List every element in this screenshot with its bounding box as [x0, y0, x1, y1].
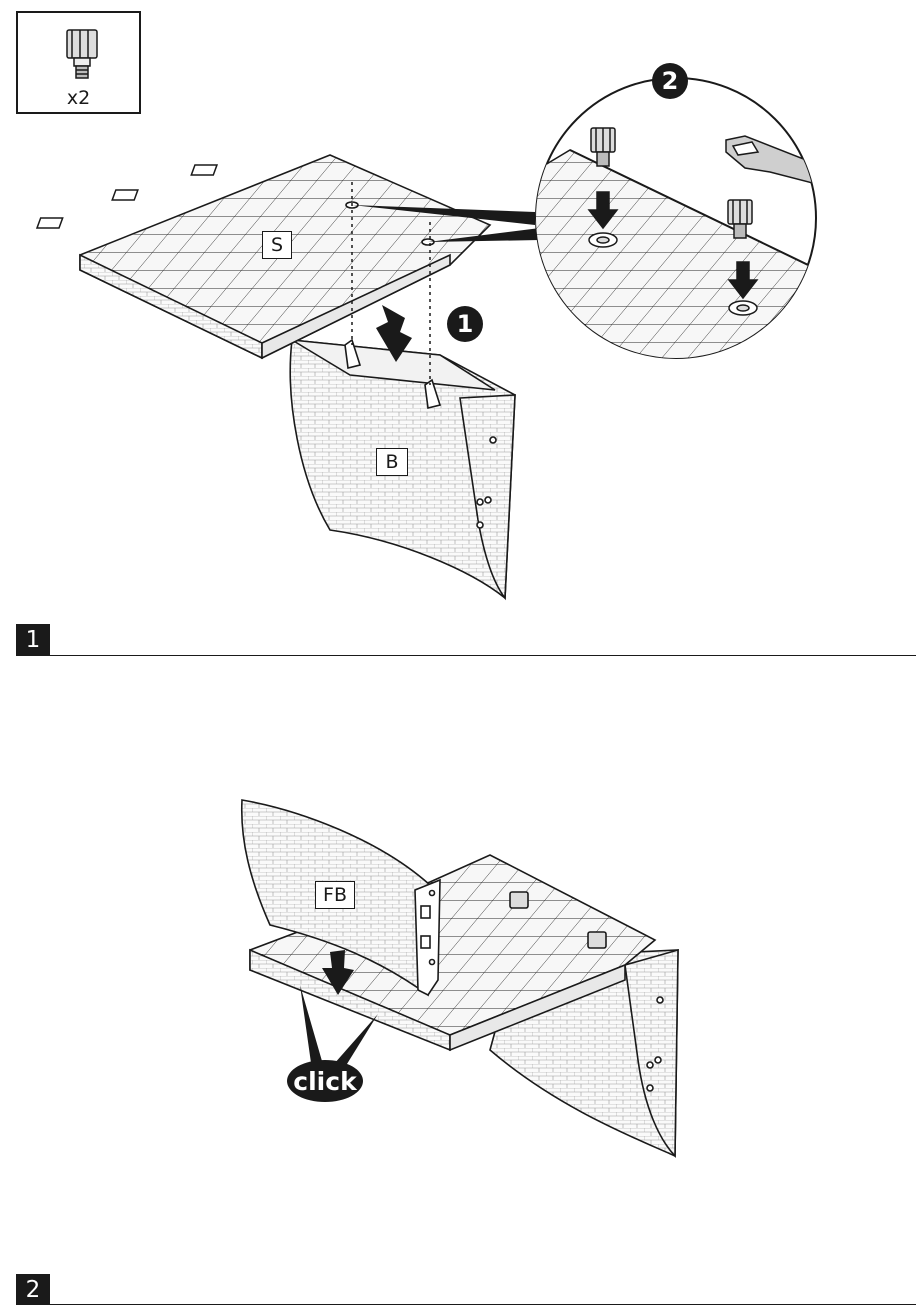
step-number-2: 2	[16, 1274, 50, 1305]
click-callout: click	[287, 1060, 363, 1102]
label-back: B	[376, 448, 408, 476]
substep-number-2: 2	[652, 63, 688, 99]
substep-number-1: 1	[447, 306, 483, 342]
step2-assembly	[242, 800, 678, 1156]
detail-callout	[520, 78, 862, 380]
step-divider-1	[16, 655, 916, 656]
parts-box: x2	[16, 11, 141, 114]
parts-quantity: x2	[18, 87, 139, 109]
label-front-back: FB	[315, 881, 355, 909]
step-number-1: 1	[16, 624, 50, 655]
step-divider-2	[16, 1304, 916, 1305]
label-seat: S	[262, 231, 292, 259]
